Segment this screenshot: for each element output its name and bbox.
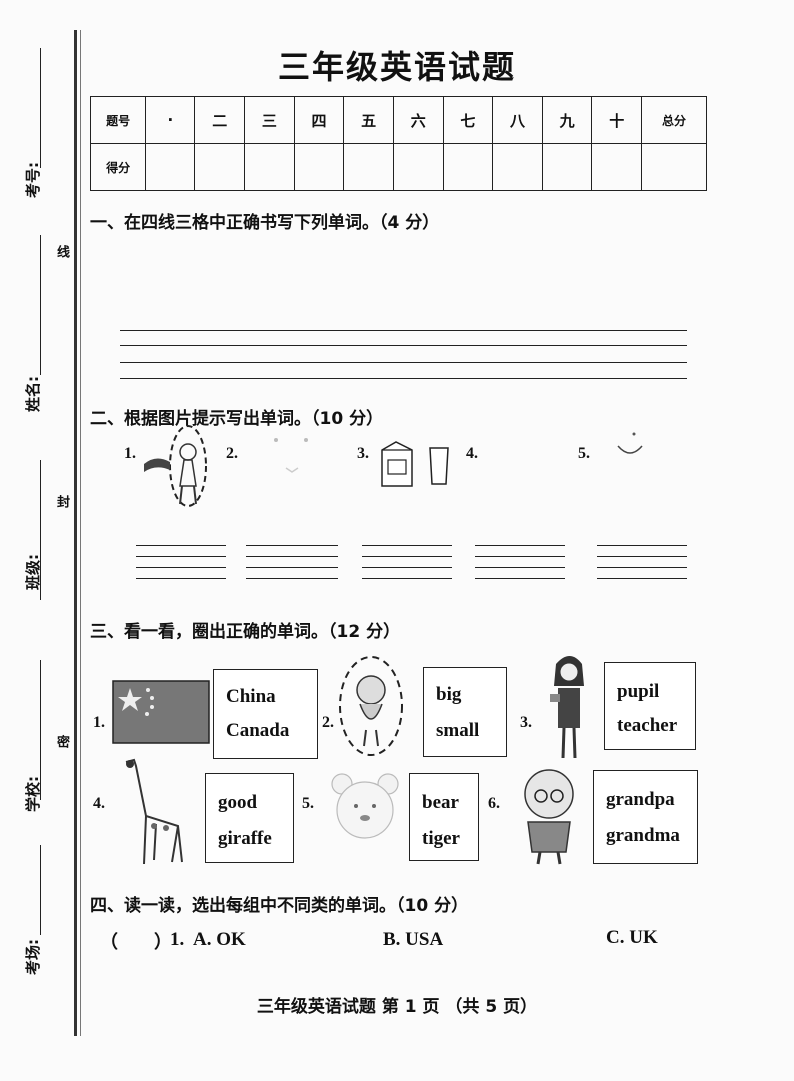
score-blank-cell[interactable] bbox=[442, 143, 494, 191]
score-blank-cell[interactable] bbox=[293, 143, 345, 191]
score-blank-cell[interactable] bbox=[194, 143, 246, 191]
word-choice-box: grandpa grandma bbox=[593, 770, 698, 864]
score-blank-cell[interactable] bbox=[541, 143, 593, 191]
grandma-picture bbox=[524, 769, 574, 865]
score-cell: 十 bbox=[591, 96, 643, 144]
score-blank-cell[interactable] bbox=[492, 143, 543, 191]
faded-picture bbox=[274, 438, 308, 473]
name-line bbox=[40, 235, 41, 375]
page-title: 三年级英语试题 bbox=[277, 48, 516, 86]
s3-item-number: 6. bbox=[488, 795, 500, 812]
score-blank-cell[interactable] bbox=[343, 143, 394, 191]
score-cell: · bbox=[145, 96, 196, 144]
s3-item-number: 4. bbox=[93, 795, 105, 812]
score-cell: 总分 bbox=[641, 96, 707, 144]
option-a[interactable]: A. OK bbox=[193, 929, 246, 950]
exam-no-label: 考号: bbox=[24, 162, 42, 198]
score-blank-cell[interactable] bbox=[244, 143, 295, 191]
score-cell: 六 bbox=[392, 96, 444, 144]
option-b[interactable]: B. USA bbox=[383, 929, 444, 950]
word-option[interactable]: Canada bbox=[226, 720, 290, 741]
word-choice-box: China Canada bbox=[213, 669, 318, 759]
word-option[interactable]: pupil bbox=[617, 681, 660, 702]
s2-item-number: 5. bbox=[578, 445, 590, 462]
s2-item-number: 2. bbox=[226, 445, 238, 462]
word-option[interactable]: small bbox=[436, 720, 480, 741]
teacher-picture bbox=[550, 656, 584, 759]
option-c[interactable]: C. UK bbox=[606, 927, 658, 948]
score-cell: 七 bbox=[442, 96, 494, 144]
word-option[interactable]: big bbox=[436, 684, 462, 705]
word-option[interactable]: tiger bbox=[422, 828, 460, 849]
score-table: 题号 · 二 三 四 五 六 七 八 九 十 总分 得分 bbox=[89, 96, 707, 191]
bear-picture bbox=[331, 773, 399, 839]
score-cell: 题号 bbox=[89, 96, 147, 144]
page-footer: 三年级英语试题 第 1 页 （共 5 页） bbox=[256, 997, 538, 1017]
word-option[interactable]: grandma bbox=[606, 825, 680, 846]
score-blank-cell[interactable] bbox=[591, 143, 643, 191]
score-blank-cell[interactable] bbox=[641, 143, 707, 191]
room-label: 考场: bbox=[24, 939, 42, 975]
s2-item-number: 3. bbox=[357, 445, 369, 462]
s3-item-number: 2. bbox=[322, 714, 334, 731]
score-table-header-row: 题号 · 二 三 四 五 六 七 八 九 十 总分 bbox=[89, 96, 707, 144]
giraffe-picture bbox=[125, 758, 183, 865]
word-option[interactable]: good bbox=[218, 792, 258, 813]
boy-flag-picture bbox=[144, 425, 207, 507]
exam-no-line bbox=[40, 48, 41, 168]
s3-item-number: 1. bbox=[93, 714, 105, 731]
section4-title: 四、读一读，选出每组中不同类的单词。（10 分） bbox=[90, 896, 469, 916]
binding-rule bbox=[74, 30, 77, 1036]
school-label: 学校: bbox=[24, 776, 42, 812]
seal-line-mark: 线 bbox=[54, 245, 69, 258]
class-label: 班级: bbox=[24, 554, 42, 590]
score-cell: 五 bbox=[343, 96, 394, 144]
s2-item-number: 4. bbox=[466, 445, 478, 462]
score-blank-cell[interactable] bbox=[145, 143, 196, 191]
answer-bracket[interactable]: （ ） bbox=[100, 932, 172, 953]
word-choice-box: good giraffe bbox=[205, 773, 294, 863]
score-cell: 四 bbox=[293, 96, 345, 144]
word-option[interactable]: teacher bbox=[617, 715, 678, 736]
word-choice-box: bear tiger bbox=[409, 773, 479, 861]
score-cell: 八 bbox=[492, 96, 543, 144]
binding-rule-inner bbox=[80, 30, 81, 1036]
class-line bbox=[40, 460, 41, 600]
animal-circled-picture bbox=[339, 656, 403, 756]
score-table-score-row: 得分 bbox=[89, 143, 707, 191]
s3-item-number: 3. bbox=[520, 714, 532, 731]
word-option[interactable]: bear bbox=[422, 792, 459, 813]
score-blank-cell[interactable] bbox=[392, 143, 444, 191]
name-label: 姓名: bbox=[24, 376, 42, 412]
seal-secret-mark: 密 bbox=[54, 735, 69, 748]
word-choice-box: big small bbox=[423, 667, 507, 757]
school-line bbox=[40, 660, 41, 800]
question-number: 1. bbox=[170, 929, 185, 950]
section2-title: 二、根据图片提示写出单词。（10 分） bbox=[90, 409, 384, 429]
score-cell: 三 bbox=[244, 96, 295, 144]
word-option[interactable]: China bbox=[226, 686, 276, 707]
word-choice-box: pupil teacher bbox=[604, 662, 696, 750]
score-cell: 九 bbox=[541, 96, 593, 144]
china-flag-picture bbox=[112, 680, 210, 744]
faded-face-picture bbox=[617, 432, 643, 454]
room-line bbox=[40, 845, 41, 935]
score-cell: 二 bbox=[194, 96, 246, 144]
score-row-label: 得分 bbox=[89, 143, 147, 191]
s2-item-number: 1. bbox=[124, 445, 136, 462]
section1-title: 一、在四线三格中正确书写下列单词。（4 分） bbox=[90, 213, 440, 233]
seal-seal-mark: 封 bbox=[54, 495, 69, 508]
word-option[interactable]: grandpa bbox=[606, 789, 675, 810]
milk-and-glass-picture bbox=[381, 441, 449, 487]
s3-item-number: 5. bbox=[302, 795, 314, 812]
section3-title: 三、看一看，圈出正确的单词。（12 分） bbox=[90, 622, 401, 642]
word-option[interactable]: giraffe bbox=[218, 828, 272, 849]
